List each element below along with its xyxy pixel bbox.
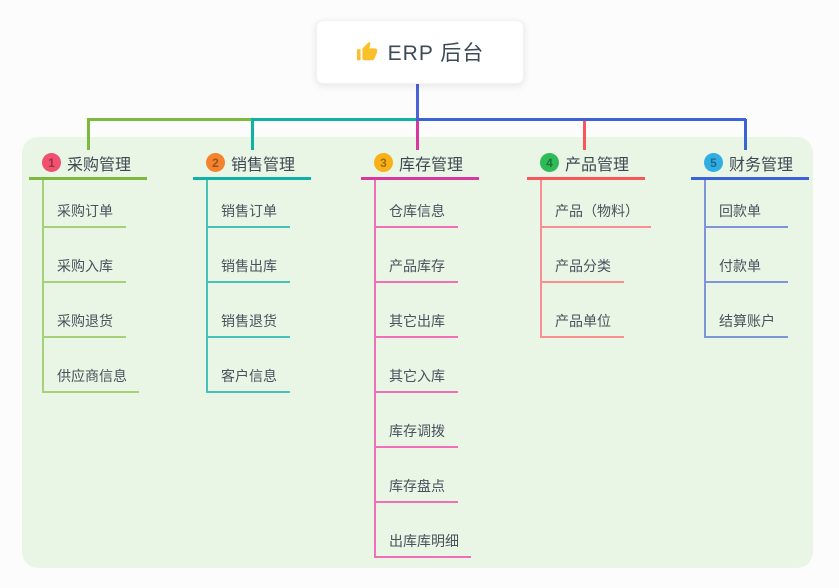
branch-node[interactable]: 4 产品管理 xyxy=(527,148,645,177)
mindmap-panel xyxy=(22,137,813,568)
connector-bus-mid xyxy=(251,118,417,121)
child-node[interactable]: 采购订单 xyxy=(42,198,126,228)
connector-root-stem xyxy=(416,82,419,119)
connector-drop-5 xyxy=(744,119,747,150)
connector-drop-4 xyxy=(583,119,586,150)
child-node[interactable]: 销售订单 xyxy=(206,198,290,228)
connector-bus-left xyxy=(87,118,252,121)
branch-node[interactable]: 3 库存管理 xyxy=(361,148,479,177)
child-node[interactable]: 结算账户 xyxy=(704,308,788,338)
branch-underline xyxy=(193,177,311,180)
child-node[interactable]: 付款单 xyxy=(704,253,788,283)
branch-title: 销售管理 xyxy=(231,156,296,174)
connector-drop-2 xyxy=(251,119,254,150)
child-node[interactable]: 产品库存 xyxy=(374,253,458,283)
child-node-label: 采购退货 xyxy=(57,313,113,329)
child-node[interactable]: 销售出库 xyxy=(206,253,290,283)
child-node-label: 库存调拨 xyxy=(389,423,445,439)
child-node-label: 销售退货 xyxy=(221,313,277,329)
child-node[interactable]: 其它入库 xyxy=(374,363,458,393)
child-node[interactable]: 产品（物料） xyxy=(540,198,651,228)
connector-drop-1 xyxy=(87,119,90,150)
child-node-label: 回款单 xyxy=(719,203,761,219)
branch-trunk-line xyxy=(540,180,542,338)
child-node[interactable]: 其它出库 xyxy=(374,308,458,338)
child-node[interactable]: 产品单位 xyxy=(540,308,624,338)
child-node-label: 产品（物料） xyxy=(555,203,639,219)
child-node[interactable]: 库存盘点 xyxy=(374,473,458,503)
child-node-label: 付款单 xyxy=(719,258,761,274)
child-node-label: 仓库信息 xyxy=(389,203,445,219)
child-node-label: 销售订单 xyxy=(221,203,277,219)
child-node-label: 产品分类 xyxy=(555,258,611,274)
child-node-label: 库存盘点 xyxy=(389,478,445,494)
child-node-label: 其它出库 xyxy=(389,313,445,329)
branch-trunk-line xyxy=(206,180,208,393)
child-node[interactable]: 供应商信息 xyxy=(42,363,139,393)
child-node-label: 采购入库 xyxy=(57,258,113,274)
root-node[interactable]: ERP 后台 xyxy=(316,20,524,84)
branch-title: 库存管理 xyxy=(399,156,464,174)
child-node[interactable]: 仓库信息 xyxy=(374,198,458,228)
branch-title: 产品管理 xyxy=(565,156,630,174)
child-node[interactable]: 销售退货 xyxy=(206,308,290,338)
priority-3-icon: 3 xyxy=(374,153,393,172)
priority-2-icon: 2 xyxy=(206,153,225,172)
root-node-label: ERP 后台 xyxy=(387,42,485,65)
branch-underline xyxy=(361,177,479,180)
priority-5-icon: 5 xyxy=(704,153,723,172)
branch-title: 财务管理 xyxy=(729,156,794,174)
child-node-label: 出库库明细 xyxy=(389,533,459,549)
child-node-label: 供应商信息 xyxy=(57,368,127,384)
connector-bus-right xyxy=(416,118,746,121)
priority-1-icon: 1 xyxy=(42,153,61,172)
priority-4-icon: 4 xyxy=(540,153,559,172)
branch-underline xyxy=(527,177,645,180)
child-node[interactable]: 采购入库 xyxy=(42,253,126,283)
branch-title: 采购管理 xyxy=(67,156,132,174)
child-node[interactable]: 出库库明细 xyxy=(374,528,471,558)
child-node-label: 客户信息 xyxy=(221,368,277,384)
branch-underline xyxy=(691,177,809,180)
thumbs-up-icon xyxy=(356,41,377,61)
child-node-label: 其它入库 xyxy=(389,368,445,384)
branch-node[interactable]: 2 销售管理 xyxy=(193,148,311,177)
branch-node[interactable]: 1 采购管理 xyxy=(29,148,147,177)
connector-drop-3 xyxy=(416,119,419,150)
branch-node[interactable]: 5 财务管理 xyxy=(691,148,809,177)
child-node-label: 产品单位 xyxy=(555,313,611,329)
child-node[interactable]: 库存调拨 xyxy=(374,418,458,448)
branch-underline xyxy=(29,177,147,180)
branch-trunk-line xyxy=(42,180,44,393)
child-node[interactable]: 客户信息 xyxy=(206,363,290,393)
branch-trunk-line xyxy=(704,180,706,338)
child-node[interactable]: 产品分类 xyxy=(540,253,624,283)
child-node-label: 产品库存 xyxy=(389,258,445,274)
child-node[interactable]: 采购退货 xyxy=(42,308,126,338)
child-node-label: 采购订单 xyxy=(57,203,113,219)
child-node-label: 结算账户 xyxy=(719,313,775,329)
child-node[interactable]: 回款单 xyxy=(704,198,788,228)
branch-trunk-line xyxy=(374,180,376,558)
child-node-label: 销售出库 xyxy=(221,258,277,274)
